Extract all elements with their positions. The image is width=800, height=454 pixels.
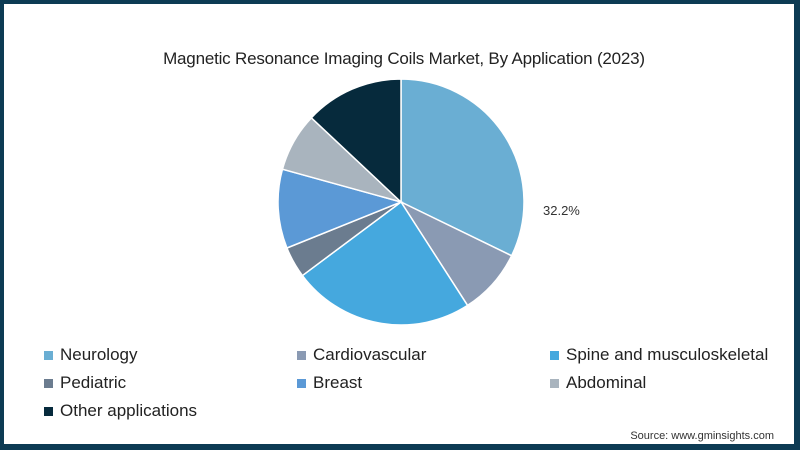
legend-swatch-cardiovascular: [297, 350, 306, 360]
legend-item-other: Other applications: [44, 401, 197, 421]
pie-slice-breast: [277, 168, 404, 249]
legend-label: Breast: [313, 373, 363, 392]
legend-label: Neurology: [60, 345, 138, 364]
legend-swatch-spine: [550, 350, 559, 360]
legend-label: Other applications: [60, 401, 198, 420]
legend-label: Abdominal: [566, 373, 647, 392]
legend-swatch-breast: [297, 378, 306, 388]
pie-slice-neurology: [400, 78, 525, 257]
pie-slice-other-applications: [310, 78, 402, 204]
legend-swatch-pediatric: [44, 378, 53, 388]
pie-chart: [277, 78, 525, 326]
neurology-data-label: 32.2%: [543, 203, 580, 218]
legend-label: Cardiovascular: [313, 345, 427, 364]
chart-title: Magnetic Resonance Imaging Coils Market,…: [163, 49, 645, 68]
source-note: Source: www.gminsights.com: [630, 430, 774, 442]
legend-item-cardiovascular: Cardiovascular: [297, 345, 426, 365]
legend-swatch-neurology: [44, 350, 53, 360]
legend-swatch-other: [44, 406, 53, 416]
pie-slice-spine-and-musculoskeletal: [301, 200, 469, 326]
legend-item-breast: Breast: [297, 373, 362, 393]
legend-label: Spine and musculoskeletal: [566, 345, 769, 364]
legend-item-pediatric: Pediatric: [44, 373, 126, 393]
legend-item-neurology: Neurology: [44, 345, 138, 365]
legend-item-abdominal: Abdominal: [550, 373, 646, 393]
legend-item-spine: Spine and musculoskeletal: [550, 345, 768, 365]
legend-swatch-abdominal: [550, 378, 559, 388]
legend-label: Pediatric: [60, 373, 127, 392]
